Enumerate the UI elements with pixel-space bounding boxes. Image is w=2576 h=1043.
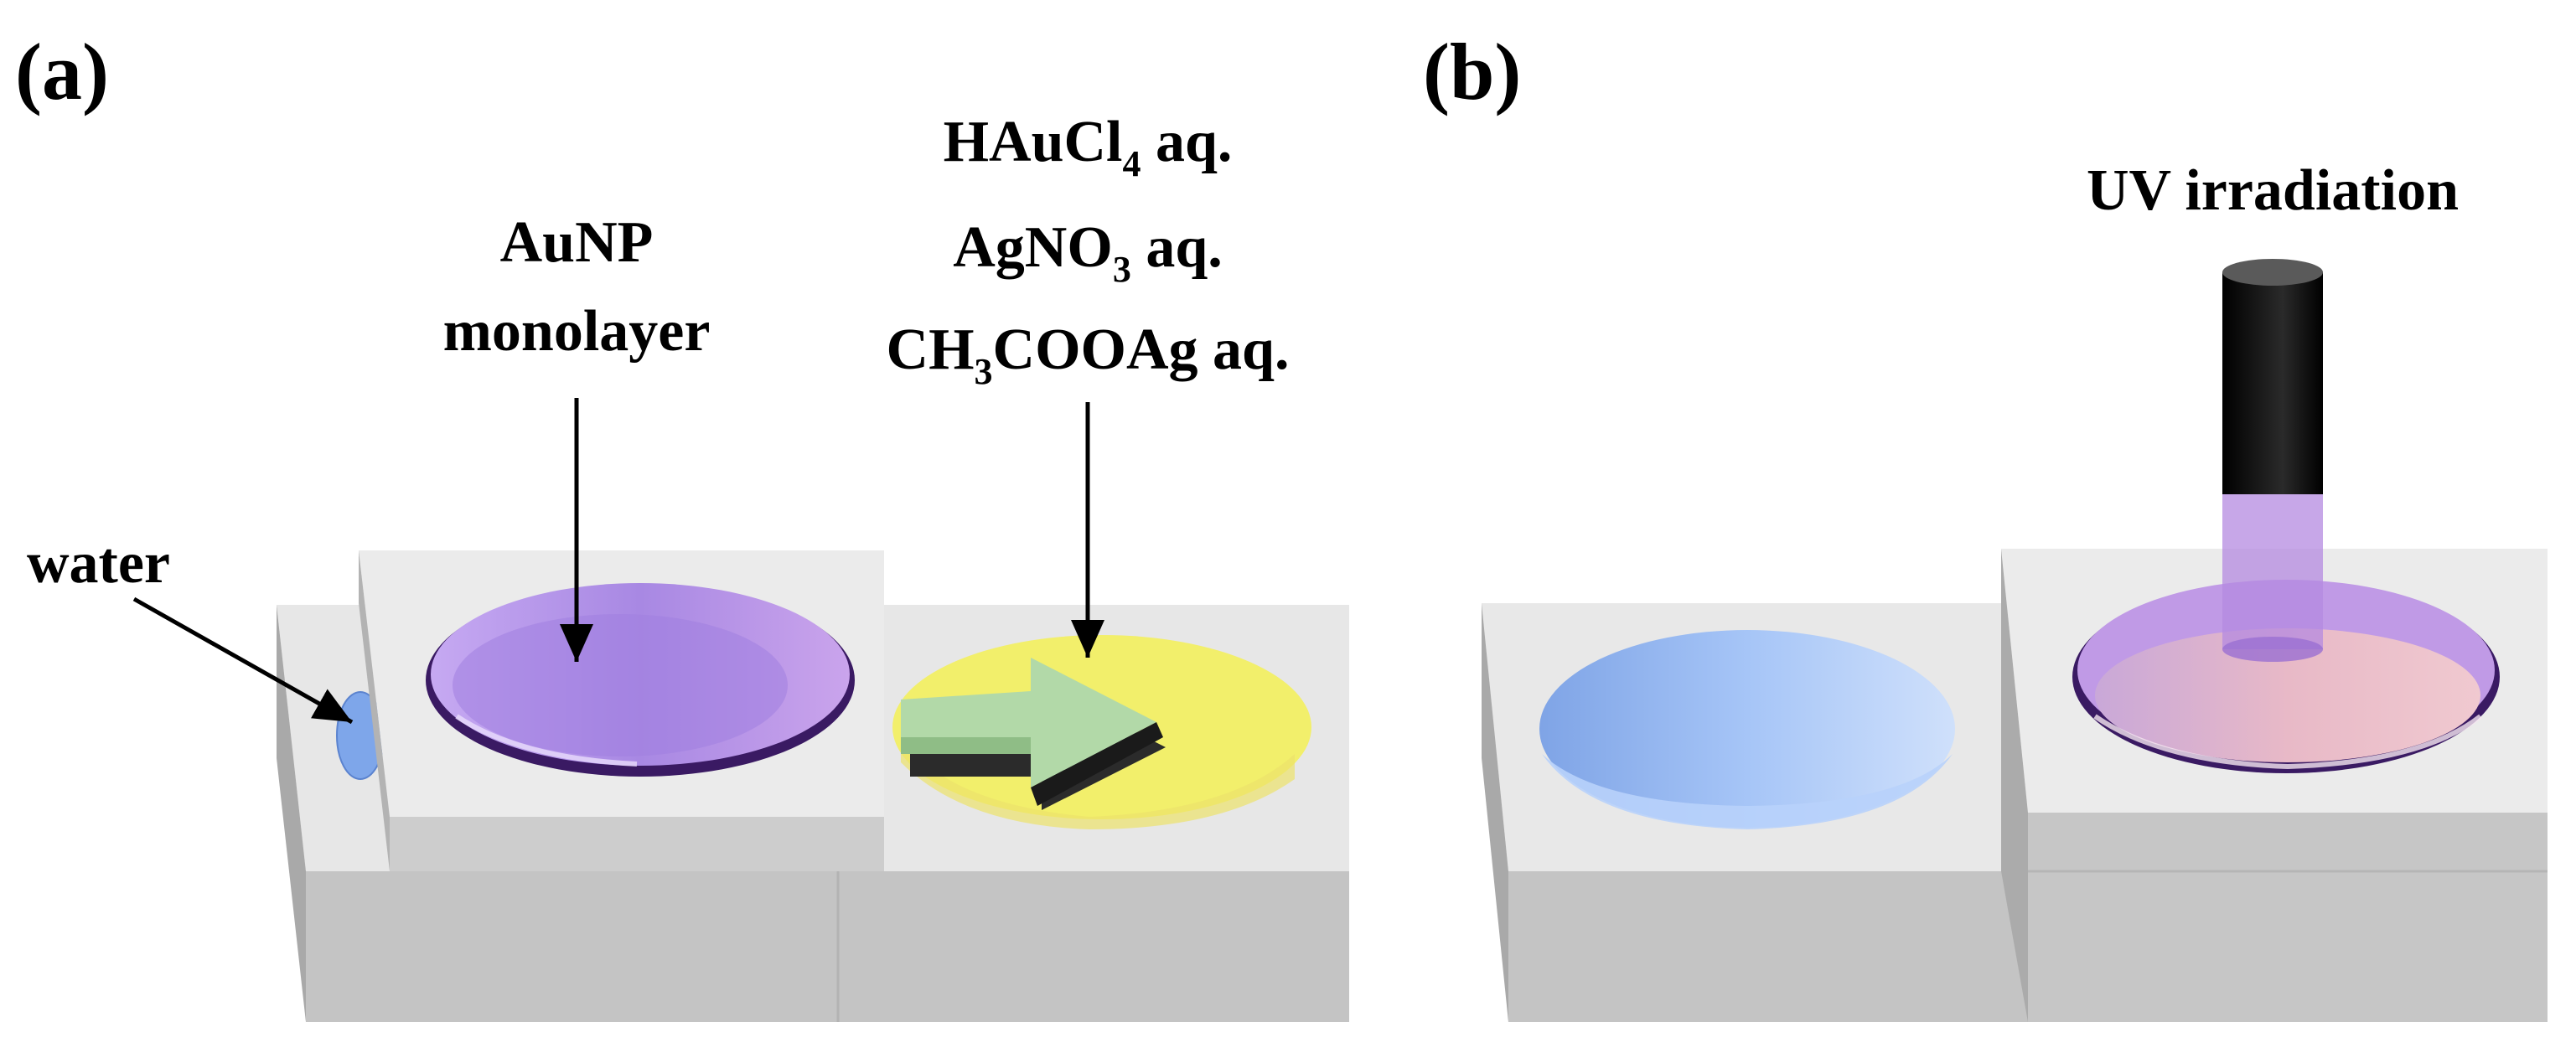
- monolayer-label-line2: monolayer: [443, 299, 711, 364]
- base-block-left-side: [277, 605, 306, 1022]
- solution-label-line2: AgNO3 aq.: [953, 215, 1223, 290]
- base-block-front: [306, 871, 1349, 1022]
- panel-label-b: (b): [1423, 27, 1521, 116]
- left-block-front: [1508, 871, 2028, 1022]
- left-block-side: [1482, 603, 1508, 1022]
- solution-label-line3: CH3COOAg aq.: [887, 318, 1290, 392]
- uv-beam: [2222, 494, 2323, 649]
- monolayer-label-line1: AuNP: [500, 210, 654, 275]
- solution-label-line1: HAuCl4 aq.: [944, 110, 1233, 184]
- uv-lamp-body: [2222, 272, 2323, 494]
- water-label: water: [27, 531, 170, 596]
- irradiated-liquid: [2095, 628, 2480, 762]
- raised-block-left-side: [359, 550, 390, 871]
- uv-lamp-top: [2222, 259, 2323, 286]
- transfer-arrow-icon: [901, 658, 1166, 810]
- right-block-side: [2001, 549, 2028, 1022]
- panel-a: (a) water AuNP monolayer HAuCl4 aq. AgNO…: [15, 27, 1349, 1022]
- water-pointer-arrow: [132, 596, 354, 725]
- blue-well: [1539, 630, 1955, 828]
- uv-beam-spot: [2222, 637, 2323, 662]
- panel-label-a: (a): [15, 27, 109, 116]
- panel-b: (b) UV irradiation: [1423, 27, 2548, 1022]
- right-block-front: [2028, 813, 2548, 1022]
- raised-block-front: [390, 817, 884, 871]
- monolayer-dish-inner: [453, 614, 788, 756]
- uv-irradiation-label: UV irradiation: [2087, 158, 2459, 223]
